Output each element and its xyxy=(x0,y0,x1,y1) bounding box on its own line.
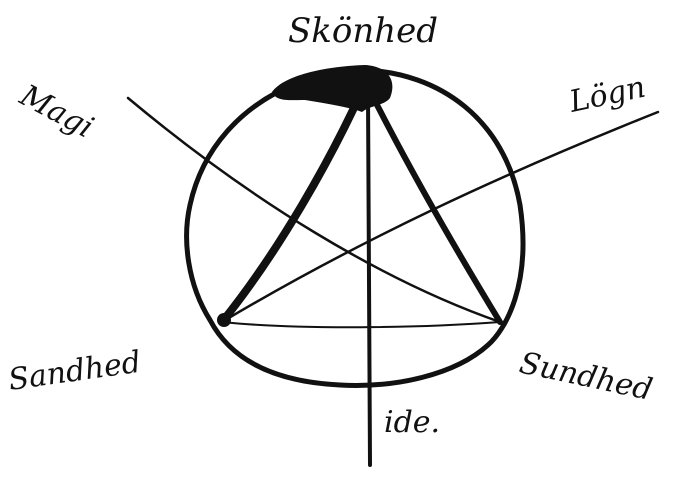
triangle-left-edge xyxy=(222,95,360,322)
label-top: Skönhed xyxy=(288,11,438,51)
label-lower-left: Sandhed xyxy=(6,345,143,398)
vertical-axis xyxy=(368,95,370,465)
label-upper-left: Magi xyxy=(13,78,99,146)
label-bottom: ide. xyxy=(384,405,440,440)
outer-circle xyxy=(187,70,523,386)
label-upper-right: Lögn xyxy=(565,70,648,120)
triangle-base xyxy=(222,322,500,327)
diagonal-line-magi xyxy=(128,98,500,322)
label-lower-right: Sundhed xyxy=(516,346,655,408)
